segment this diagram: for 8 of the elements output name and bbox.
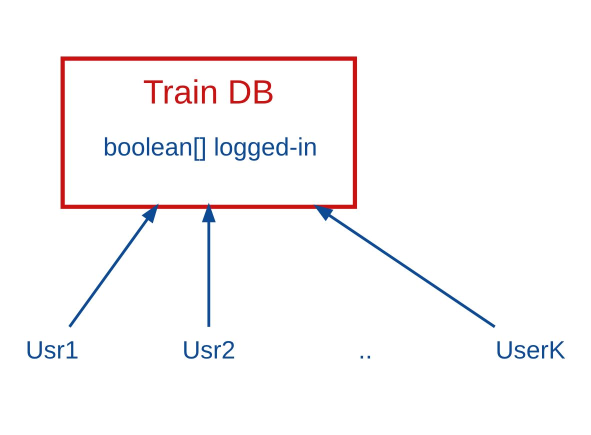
arrow xyxy=(68,202,159,328)
node-text: Usr1 xyxy=(26,336,79,364)
node-box: Train DB boolean[] logged-in xyxy=(60,56,358,208)
arrow xyxy=(313,204,496,328)
node-text: Usr2 xyxy=(182,336,236,364)
arrow xyxy=(202,202,216,326)
label: .. xyxy=(358,336,372,364)
node-text: UserK xyxy=(495,336,566,364)
